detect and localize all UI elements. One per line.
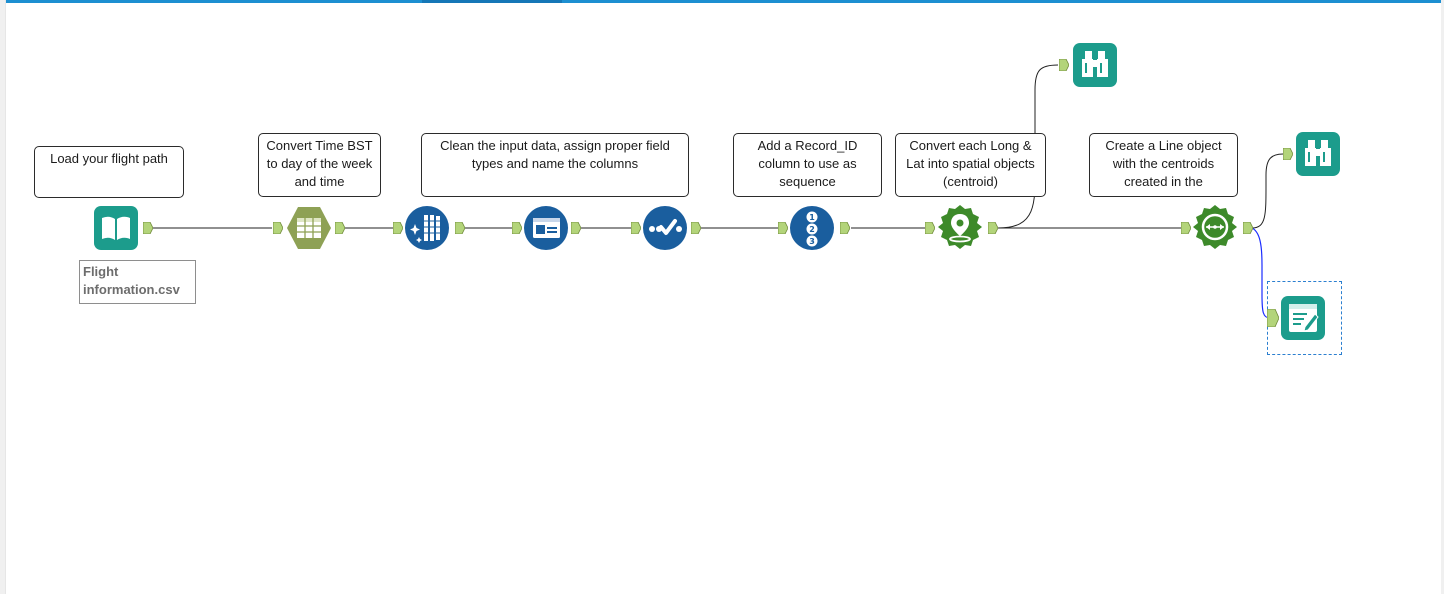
autofield-input-anchor[interactable] bbox=[631, 222, 641, 234]
canvas-top-border bbox=[0, 0, 1444, 3]
polygon-build-icon bbox=[1193, 205, 1237, 249]
createpoints-input-anchor[interactable] bbox=[925, 222, 935, 234]
svg-text:1: 1 bbox=[809, 213, 815, 222]
datetime-output-anchor[interactable] bbox=[335, 222, 345, 234]
comment-load-flight-path[interactable]: Load your flight path bbox=[34, 146, 184, 198]
browse2-input-anchor[interactable] bbox=[1283, 148, 1293, 160]
binoculars-icon bbox=[1296, 132, 1340, 176]
numbered-list-icon: 1 2 3 bbox=[790, 206, 834, 250]
output-input-anchor[interactable] bbox=[1267, 309, 1279, 327]
map-pin-icon bbox=[938, 205, 982, 249]
connection-polybuild-output bbox=[1251, 227, 1271, 319]
comment-record-id[interactable]: Add a Record_ID column to use as sequenc… bbox=[733, 133, 882, 197]
comment-spatial-objects[interactable]: Convert each Long & Lat into spatial obj… bbox=[895, 133, 1046, 197]
autofield-output-anchor[interactable] bbox=[691, 222, 701, 234]
polybuild-input-anchor[interactable] bbox=[1181, 222, 1191, 234]
comment-convert-time[interactable]: Convert Time BST to day of the week and … bbox=[258, 133, 381, 197]
binoculars-icon bbox=[1073, 43, 1117, 87]
select-tool[interactable] bbox=[523, 205, 569, 251]
canvas-right-edge bbox=[1441, 0, 1444, 594]
canvas-left-edge bbox=[0, 0, 6, 594]
input-data-tool[interactable] bbox=[93, 205, 139, 251]
checkmark-dots-icon bbox=[643, 206, 687, 250]
svg-text:2: 2 bbox=[809, 225, 815, 234]
cleanse-sparkle-icon bbox=[405, 206, 449, 250]
browse-tool-2[interactable] bbox=[1295, 131, 1341, 177]
create-points-tool[interactable] bbox=[937, 204, 983, 250]
poly-build-tool[interactable] bbox=[1192, 204, 1238, 250]
active-tab-indicator bbox=[422, 0, 562, 3]
recordid-output-anchor[interactable] bbox=[840, 222, 850, 234]
input-output-anchor[interactable] bbox=[143, 222, 153, 234]
select-output-anchor[interactable] bbox=[571, 222, 581, 234]
createpoints-output-anchor[interactable] bbox=[988, 222, 998, 234]
recordid-input-anchor[interactable] bbox=[778, 222, 788, 234]
output-notepad-icon bbox=[1281, 296, 1325, 340]
auto-field-tool[interactable] bbox=[642, 205, 688, 251]
comment-clean-data[interactable]: Clean the input data, assign proper fiel… bbox=[421, 133, 689, 197]
datetime-table-icon bbox=[287, 207, 331, 249]
datetime-tool[interactable] bbox=[286, 205, 332, 251]
data-cleansing-tool[interactable] bbox=[404, 205, 450, 251]
record-id-tool[interactable]: 1 2 3 bbox=[789, 205, 835, 251]
svg-text:3: 3 bbox=[809, 237, 815, 246]
connection-polybuild-browse bbox=[1251, 153, 1284, 229]
datetime-input-anchor[interactable] bbox=[273, 222, 283, 234]
input-tool-annotation: Flight information.csv bbox=[79, 260, 196, 304]
cleanse-output-anchor[interactable] bbox=[455, 222, 465, 234]
comment-line-object[interactable]: Create a Line object with the centroids … bbox=[1089, 133, 1238, 197]
book-icon bbox=[94, 206, 138, 250]
select-input-anchor[interactable] bbox=[512, 222, 522, 234]
output-data-tool[interactable] bbox=[1280, 295, 1326, 341]
browse-tool-1[interactable] bbox=[1072, 42, 1118, 88]
polybuild-output-anchor[interactable] bbox=[1243, 222, 1253, 234]
browse1-input-anchor[interactable] bbox=[1059, 59, 1069, 71]
cleanse-input-anchor[interactable] bbox=[393, 222, 403, 234]
select-window-icon bbox=[524, 206, 568, 250]
